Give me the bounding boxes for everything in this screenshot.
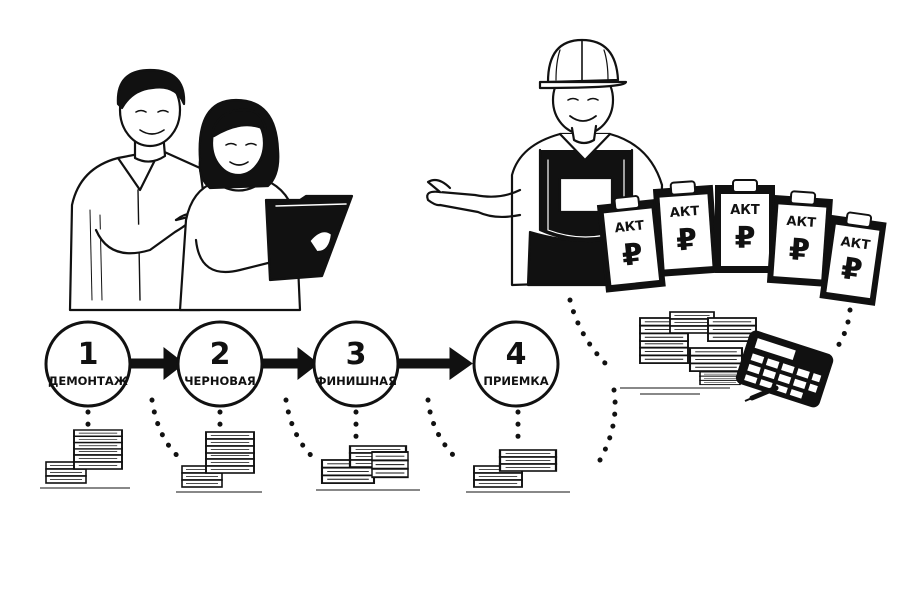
act-ruble-icon-3: ₽ (735, 221, 756, 256)
act-clipboard-4: АКТ ₽ (766, 190, 833, 287)
money-stack-icon-4 (466, 448, 570, 493)
act-clipboard-1: АКТ ₽ (596, 195, 666, 293)
stage-number-2: 2 (210, 337, 231, 372)
stage-label-4: ПРИЕМКА (483, 374, 548, 388)
act-title-4: АКТ (786, 214, 817, 231)
stage-circle-1: 1 ДЕМОНТАЖ (44, 320, 132, 408)
arrow-right-icon (125, 346, 473, 381)
acts-group: АКТ ₽ АКТ ₽ АКТ ₽ АКТ ₽ АКТ (596, 179, 887, 306)
couple-illustration (68, 68, 354, 312)
act-clipboard-5: АКТ ₽ (819, 211, 887, 306)
money-stack-icon-1 (40, 429, 130, 489)
act-clipboard-2: АКТ ₽ (652, 180, 719, 277)
money-pile-icon (620, 311, 757, 395)
act-ruble-icon-1: ₽ (620, 237, 644, 274)
stage-label-3: ФИНИШНАЯ (315, 374, 397, 388)
stage-circle-2: 2 ЧЕРНОВАЯ (176, 320, 264, 408)
stage-number-3: 3 (346, 337, 367, 372)
money-stack-icon-2 (176, 431, 262, 493)
stage-label-1: ДЕМОНТАЖ (48, 374, 128, 388)
act-ruble-icon-2: ₽ (675, 222, 698, 258)
act-title-5: АКТ (840, 235, 871, 254)
act-title-3: АКТ (730, 203, 760, 218)
stage-circle-4: 4 ПРИЕМКА (472, 320, 560, 408)
stage-number-1: 1 (78, 337, 99, 372)
act-title-2: АКТ (669, 204, 700, 221)
act-ruble-icon-5: ₽ (839, 251, 865, 289)
stage-circle-3: 3 ФИНИШНАЯ (312, 320, 400, 408)
act-ruble-icon-4: ₽ (788, 232, 811, 268)
stage-number-4: 4 (506, 337, 527, 372)
act-title-1: АКТ (614, 218, 645, 236)
calculator-icon (735, 330, 834, 408)
act-clipboard-3: АКТ ₽ (715, 179, 775, 273)
stage-label-2: ЧЕРНОВАЯ (184, 374, 256, 388)
money-stack-icon-3 (316, 444, 420, 491)
pen-icon (744, 385, 779, 402)
